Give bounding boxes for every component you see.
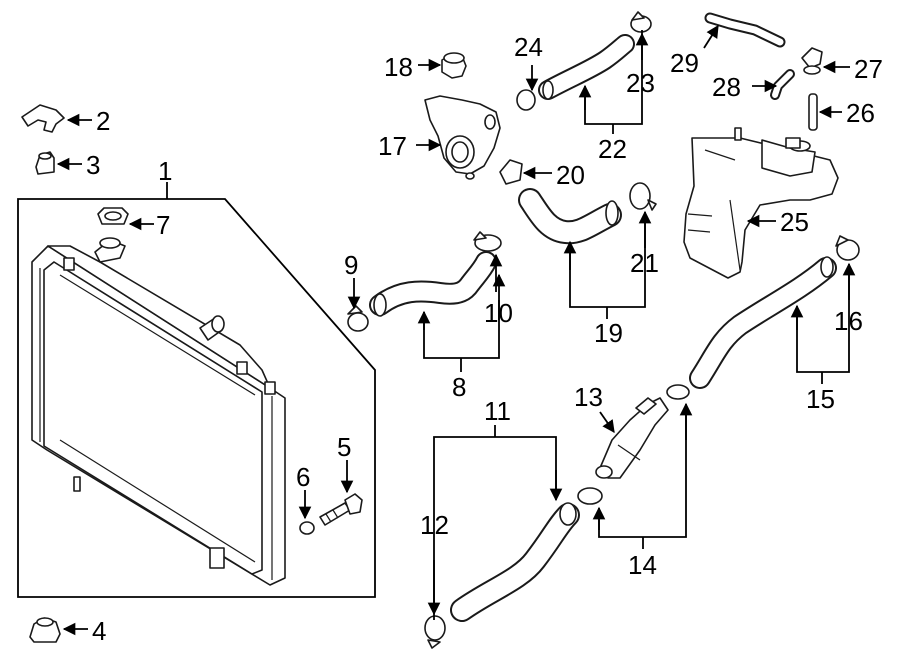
lower-radiator-hose-part: [450, 502, 580, 622]
hose-connector-part: [595, 397, 669, 479]
coolant-reservoir-part: [683, 127, 839, 279]
hose-clamp-27-part: [801, 47, 823, 75]
hose-clamp-12-part: [424, 615, 446, 649]
hose-clamp-9-part: [347, 305, 369, 332]
callout-9: 9: [344, 250, 358, 280]
callout-29: 29: [670, 48, 699, 78]
callout-11: 11: [484, 396, 511, 426]
drain-plug-part: [319, 493, 363, 526]
callout-26: 26: [846, 98, 875, 128]
callout-14: 14: [628, 550, 657, 580]
callout-20: 20: [556, 160, 585, 190]
hose-clamp-14-part: [577, 384, 690, 505]
callout-19: 19: [594, 318, 623, 348]
upper-radiator-hose-part: [369, 251, 497, 317]
upper-mount-part: [35, 151, 55, 175]
callout-12: 12: [420, 510, 449, 540]
callout-27: 27: [854, 54, 883, 84]
hose-clamp-20-part: [499, 159, 523, 185]
bypass-hose-part: [518, 188, 622, 245]
overflow-tube-part: [770, 69, 795, 100]
bracket-clip-part: [21, 104, 65, 133]
callout-5: 5: [337, 432, 351, 462]
callout-21: 21: [630, 248, 659, 278]
callout-18: 18: [384, 52, 413, 82]
callout-23: 23: [626, 68, 655, 98]
vent-hose-part: [704, 12, 786, 48]
hose-clamp-24-part: [516, 89, 536, 111]
leader-lines: [56, 24, 856, 636]
callout-2: 2: [96, 106, 110, 136]
callout-22: 22: [598, 134, 627, 164]
hose-clamp-21-part: [629, 182, 657, 211]
reservoir-hose-part: [689, 256, 837, 389]
lower-mount-part: [29, 617, 61, 643]
callout-labels: 1 2 3 4 5 6 7 8 9 10 11 12 13 14 15 16 1…: [86, 32, 883, 646]
callout-10: 10: [484, 298, 513, 328]
callout-15: 15: [806, 384, 835, 414]
callout-28: 28: [712, 72, 741, 102]
callout-7: 7: [156, 210, 170, 240]
radiator-group-outline: [17, 198, 376, 598]
callout-6: 6: [296, 462, 310, 492]
callout-25: 25: [780, 207, 809, 237]
radiator-cap-part: [97, 207, 129, 225]
housing-cap-part: [441, 52, 467, 79]
radiator-assembly-group: [17, 198, 376, 598]
o-ring-part: [299, 521, 315, 535]
callout-17: 17: [378, 131, 407, 161]
callout-8: 8: [452, 372, 466, 402]
callout-4: 4: [92, 616, 106, 646]
hose-clamp-23-part: [630, 11, 652, 33]
hose-clamp-16-part: [835, 235, 860, 261]
callout-13: 13: [574, 382, 603, 412]
thermostat-housing-part: [424, 95, 501, 180]
radiator-part: [31, 237, 286, 586]
hose-clamp-10-part: [473, 231, 502, 252]
reservoir-tube-part: [808, 93, 818, 131]
heater-hose-part: [538, 34, 635, 100]
callout-16: 16: [834, 306, 863, 336]
callout-24: 24: [514, 32, 543, 62]
callout-1: 1: [158, 156, 172, 186]
callout-3: 3: [86, 150, 100, 180]
